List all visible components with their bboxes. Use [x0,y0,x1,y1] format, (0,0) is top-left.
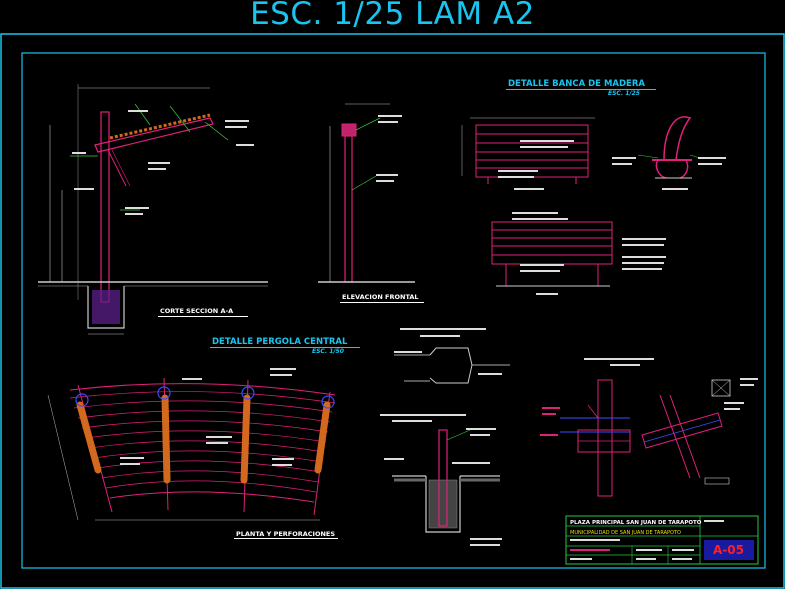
inner-frame [21,52,766,569]
elevacion-drawing [318,103,415,283]
bench-side-view [612,116,726,190]
pergola-scale: ESC. 1/50 [312,348,344,355]
bench-front-view [461,117,595,190]
anchor-detail-drawing [380,328,510,546]
pergola-title: DETALLE PERGOLA CENTRAL [212,337,348,347]
pergola-title-underline [210,347,360,348]
sheet-title: ESC. 1/25 LAM A2 [250,0,535,32]
title-block-project: PLAZA PRINCIPAL SAN JUAN DE TARAPOTO [570,520,702,526]
pergola-plan-drawing [47,368,336,521]
bench-back-view [491,212,666,295]
outer-frame [0,33,785,589]
title-block [565,515,759,565]
corte-label-underline [158,316,248,317]
corte-label: CORTE SECCION A-A [160,307,233,315]
elevacion-label-underline [340,302,424,303]
bench-title: DETALLE BANCA DE MADERA [508,79,645,89]
sheet-number: A-05 [713,543,744,557]
title-block-entity: MUNICIPALIDAD DE SAN JUAN DE TARAPOTO [570,530,681,536]
joint-detail-drawing [540,358,758,497]
corte-section-drawing [38,84,268,335]
elevacion-label: ELEVACION FRONTAL [342,293,419,301]
bench-scale: ESC. 1/25 [608,90,640,97]
planta-label-underline [234,538,338,539]
planta-label: PLANTA Y PERFORACIONES [236,530,335,538]
bench-title-underline [506,89,656,90]
